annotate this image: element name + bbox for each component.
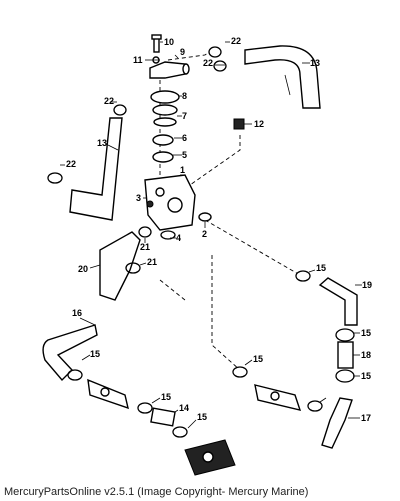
callout-6: 6 <box>182 133 187 143</box>
callout-11: 11 <box>133 55 143 65</box>
callout-21: 21 <box>147 257 157 267</box>
callout-15: 15 <box>253 354 263 364</box>
callout-8: 8 <box>182 91 187 101</box>
callout-20: 20 <box>78 264 88 274</box>
callout-18: 18 <box>361 350 371 360</box>
callout-4: 4 <box>176 233 181 243</box>
callout-labels: 10 9 11 22 22 13 8 22 7 12 13 6 5 22 1 3… <box>66 36 372 423</box>
callout-14: 14 <box>179 403 189 413</box>
callout-16: 16 <box>72 308 82 318</box>
callout-3: 3 <box>136 193 141 203</box>
tube-part-18 <box>337 341 354 369</box>
callout-15: 15 <box>90 349 100 359</box>
valve-assembly-right <box>254 384 302 411</box>
valve-assembly-left <box>87 378 129 410</box>
image-caption: MercuryPartsOnline v2.5.1 (Image Copyrig… <box>4 486 309 498</box>
hose-part-20 <box>99 231 141 301</box>
callout-10: 10 <box>164 37 174 47</box>
callout-22: 22 <box>231 36 241 46</box>
callout-22: 22 <box>104 96 114 106</box>
hose-part-upper-right <box>244 45 321 109</box>
clamp-part-21-upper <box>138 226 152 238</box>
callout-13: 13 <box>97 138 107 148</box>
callout-1: 1 <box>180 165 185 175</box>
hose-clamp-part <box>47 46 227 184</box>
leader-lines <box>60 41 362 429</box>
hose-part-16 <box>42 324 98 382</box>
callout-21: 21 <box>140 242 150 252</box>
callout-13: 13 <box>310 58 320 68</box>
cap-part <box>198 212 212 222</box>
exploded-parts-diagram: 10 9 11 22 22 13 8 22 7 12 13 6 5 22 1 3… <box>42 34 372 476</box>
callout-15: 15 <box>361 328 371 338</box>
gasket-stack-part <box>150 90 180 163</box>
callout-15: 15 <box>361 371 371 381</box>
callout-22: 22 <box>203 58 213 68</box>
thermostat-housing-part <box>144 174 196 231</box>
pump-assembly <box>184 439 236 476</box>
clamp-part-21-lower <box>125 262 141 274</box>
screw-part <box>146 200 154 208</box>
plug-part <box>233 118 245 130</box>
callout-12: 12 <box>254 119 264 129</box>
clamp-part-4 <box>160 230 176 240</box>
callout-15: 15 <box>161 392 171 402</box>
callout-7: 7 <box>182 111 187 121</box>
hose-part-left <box>69 117 123 221</box>
callout-5: 5 <box>182 150 187 160</box>
callout-9: 9 <box>180 47 185 57</box>
hose-part-19 <box>318 277 358 326</box>
hose-part-17 <box>321 397 353 449</box>
callout-19: 19 <box>362 280 372 290</box>
bolt-part <box>151 34 162 53</box>
callout-17: 17 <box>361 413 371 423</box>
tube-part-14 <box>150 407 176 427</box>
clamp-part-15 <box>67 270 355 438</box>
callout-22: 22 <box>66 159 76 169</box>
fitting-part <box>149 61 190 79</box>
callout-15: 15 <box>316 263 326 273</box>
callout-2: 2 <box>202 229 207 239</box>
callout-15: 15 <box>197 412 207 422</box>
